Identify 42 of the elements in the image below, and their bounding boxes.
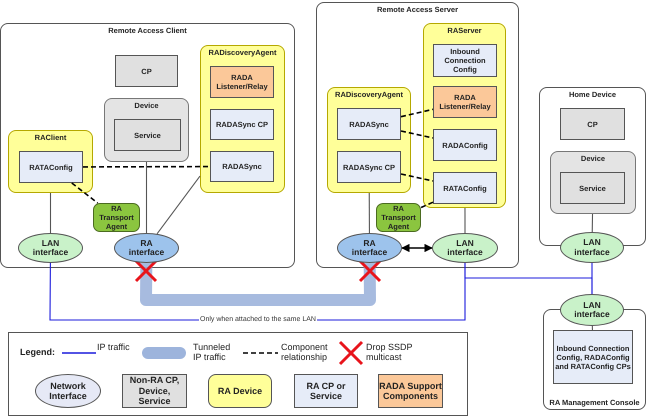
dashed-connector xyxy=(420,201,434,208)
group-box xyxy=(543,309,646,410)
dashed-connector xyxy=(83,166,210,168)
group-box xyxy=(0,23,295,268)
group-box xyxy=(316,2,519,268)
connector-line xyxy=(592,214,594,232)
dashed-connector xyxy=(400,108,434,118)
group-box xyxy=(539,87,646,246)
dashed-connector xyxy=(400,130,434,139)
component-group-box xyxy=(8,130,93,193)
connector-line xyxy=(146,162,148,233)
arrow xyxy=(401,244,433,252)
tunnel-band xyxy=(140,262,376,306)
legend-text: Network Interface xyxy=(48,380,88,402)
device-box xyxy=(550,151,636,214)
legend-heading: Legend: xyxy=(20,347,55,358)
component-group-box xyxy=(423,23,506,208)
connector-line xyxy=(591,263,593,294)
legend-text: IP traffic xyxy=(97,342,131,352)
connector-line xyxy=(50,193,52,233)
connector-line xyxy=(156,176,200,234)
legend-text: Component relationship xyxy=(281,342,329,363)
network-interface-ellipse: RA interface xyxy=(114,233,179,263)
connector-line xyxy=(368,193,370,233)
connector-line xyxy=(592,326,593,330)
network-interface-ellipse: LAN interface xyxy=(432,233,498,263)
component-group-box xyxy=(327,87,411,193)
dashed-connector xyxy=(400,173,434,182)
device-box xyxy=(104,98,189,162)
network-interface-ellipse: LAN interface xyxy=(560,232,624,263)
legend-text: Non-RA CP, Device, Service xyxy=(128,375,180,407)
dashed-connector xyxy=(71,182,98,204)
connector-line xyxy=(464,208,466,233)
component-group-box xyxy=(200,45,285,193)
legend-text: RADA Support Components xyxy=(379,380,442,402)
network-interface-ellipse: LAN interface xyxy=(560,294,624,326)
legend-text: Tunneled IP traffic xyxy=(193,342,232,363)
legend-text: RA CP or Service xyxy=(305,380,346,402)
network-interface-ellipse: LAN interface xyxy=(18,233,83,263)
legend-text: RA Device xyxy=(218,386,262,396)
network-interface-ellipse: RA interface xyxy=(337,233,402,263)
legend-text: Drop SSDP multicast xyxy=(366,342,414,363)
